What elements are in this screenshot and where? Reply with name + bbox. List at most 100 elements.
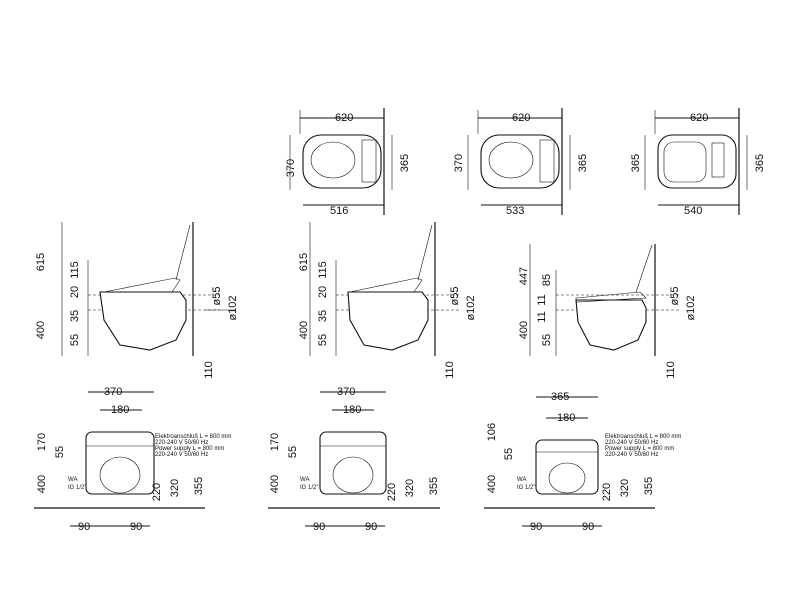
front-220: 220	[601, 483, 613, 501]
top-view-width-bottom: 533	[506, 205, 524, 217]
front-top: 170	[269, 433, 281, 451]
front-right-90: 90	[365, 521, 377, 533]
front-height: 400	[486, 475, 498, 493]
front-left-90: 90	[78, 521, 90, 533]
side-lower: 35	[317, 310, 329, 322]
side-mid-a: 11	[536, 294, 548, 305]
top-view-3: 620 365 365 540	[630, 108, 766, 217]
top-view-1: 620 370 365 516	[285, 108, 411, 217]
front-wa: WA	[300, 477, 309, 483]
side-below: 110	[665, 361, 677, 379]
front-inner-width: 180	[111, 404, 129, 416]
side-view-2: 615 115 20 35 400 55 ø55 ø102 110	[298, 222, 477, 379]
front-top: 106	[486, 423, 498, 441]
front-ig: IG 1/2"	[517, 485, 535, 491]
front-note-1: Elektroanschluß L = 800 mm	[155, 434, 231, 440]
front-ig: IG 1/2"	[300, 485, 318, 491]
side-pipe-large: ø102	[465, 295, 477, 320]
top-view-width-bottom: 540	[684, 205, 702, 217]
front-outer-width: 365	[551, 391, 569, 403]
front-355: 355	[428, 477, 440, 495]
side-upper: 85	[541, 274, 553, 286]
front-wa: WA	[68, 477, 77, 483]
front-top: 170	[36, 433, 48, 451]
toilet-seat-outline	[302, 134, 382, 189]
top-view-depth-right: 365	[754, 154, 766, 172]
front-view-1: 370 180 170 55 400 WA IG 1/2" 220 320 35…	[34, 386, 231, 533]
side-lower: 35	[69, 310, 81, 322]
front-note-2: 220-240 V 50/60 Hz	[155, 440, 208, 446]
front-mid: 55	[54, 446, 66, 458]
front-220: 220	[386, 483, 398, 501]
side-height: 400	[35, 321, 47, 339]
front-outer-width: 370	[104, 386, 122, 398]
toilet-bowl-side	[347, 291, 429, 351]
front-note-3: Power supply L = 800 mm	[605, 446, 674, 452]
front-view-3: 365 180 106 55 400 WA IG 1/2" 220 320 35…	[484, 391, 681, 533]
front-mid: 55	[503, 448, 515, 460]
toilet-front	[319, 431, 387, 495]
front-note-4: 220-240 V 50/60 Hz	[155, 452, 208, 458]
top-view-width-label: 620	[335, 112, 353, 124]
top-view-width-bottom: 516	[330, 205, 348, 217]
side-pipe-large: ø102	[227, 295, 239, 320]
top-view-depth-right: 365	[577, 154, 589, 172]
top-view-depth-right: 365	[399, 154, 411, 172]
front-355: 355	[193, 477, 205, 495]
front-outer-width: 370	[337, 386, 355, 398]
top-view-depth-left: 370	[285, 159, 297, 177]
side-floor: 55	[541, 334, 553, 346]
front-height: 400	[269, 475, 281, 493]
side-mid: 20	[69, 286, 81, 298]
front-355: 355	[643, 477, 655, 495]
top-view-depth-left: 365	[630, 154, 642, 172]
side-upper: 115	[317, 261, 329, 279]
toilet-bowl-side	[99, 291, 187, 351]
side-pipe-small: ø55	[669, 287, 681, 306]
top-view-depth-left: 370	[453, 154, 465, 172]
front-right-90: 90	[582, 521, 594, 533]
side-floor: 55	[317, 334, 329, 346]
front-view-2: 370 180 170 55 400 WA IG 1/2" 220 320 35…	[268, 386, 440, 533]
front-320: 320	[404, 479, 416, 497]
front-320: 320	[619, 479, 631, 497]
top-view-width-label: 620	[690, 112, 708, 124]
side-height: 400	[298, 321, 310, 339]
side-total-height: 447	[518, 267, 530, 285]
front-320: 320	[169, 479, 181, 497]
front-ig: IG 1/2"	[68, 485, 86, 491]
side-height: 400	[518, 321, 530, 339]
front-height: 400	[36, 475, 48, 493]
side-pipe-large: ø102	[685, 295, 697, 320]
front-inner-width: 180	[343, 404, 361, 416]
side-upper: 115	[69, 261, 81, 279]
side-total-height: 615	[35, 253, 47, 271]
front-note-1: Elektroanschluß L = 800 mm	[605, 434, 681, 440]
side-pipe-small: ø55	[449, 287, 461, 306]
side-below: 110	[444, 361, 456, 379]
top-view-width-label: 620	[512, 112, 530, 124]
side-total-height: 615	[298, 253, 310, 271]
toilet-seat-outline	[657, 134, 737, 189]
front-left-90: 90	[530, 521, 542, 533]
front-mid: 55	[287, 446, 299, 458]
side-mid-b: 11	[536, 311, 548, 322]
front-left-90: 90	[313, 521, 325, 533]
front-note-4: 220-240 V 50/60 Hz	[605, 452, 658, 458]
top-view-2: 620 370 365 533	[453, 108, 589, 217]
side-view-1: 615 115 20 35 400 55 ø55 ø102 110	[35, 222, 239, 379]
toilet-bowl-side	[575, 299, 647, 351]
side-floor: 55	[69, 334, 81, 346]
toilet-front	[85, 431, 155, 495]
toilet-front	[535, 439, 599, 495]
front-note-2: 220-240 V 50/60 Hz	[605, 440, 658, 446]
side-view-3: 447 85 11 11 400 55 ø55 ø102 110	[518, 244, 697, 379]
front-wa: WA	[517, 477, 526, 483]
front-220: 220	[151, 483, 163, 501]
side-below: 110	[203, 361, 215, 379]
side-pipe-small: ø55	[211, 287, 223, 306]
toilet-seat-outline	[480, 134, 560, 189]
front-right-90: 90	[130, 521, 142, 533]
front-inner-width: 180	[557, 412, 575, 424]
